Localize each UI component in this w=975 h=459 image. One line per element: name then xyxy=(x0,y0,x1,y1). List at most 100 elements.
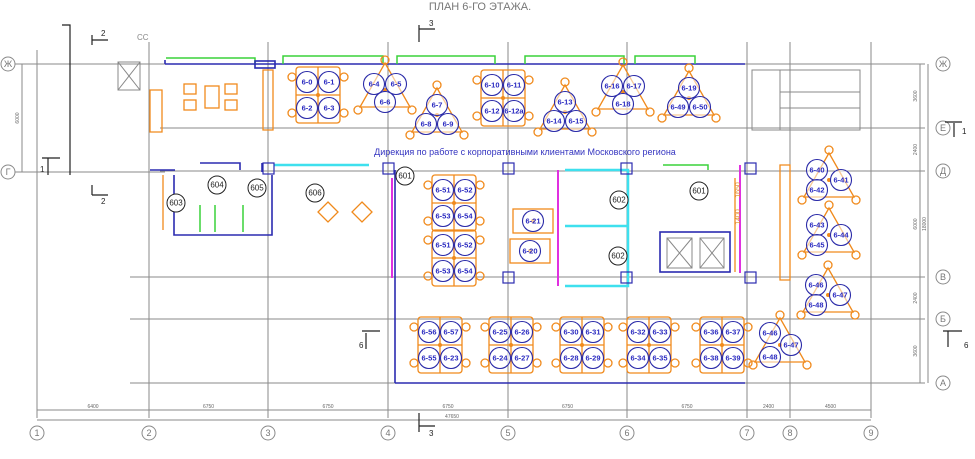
seat-marker[interactable] xyxy=(721,320,745,344)
seat-marker[interactable] xyxy=(431,259,455,283)
column-bubble xyxy=(863,425,879,441)
seat-marker[interactable] xyxy=(721,346,745,370)
seat-marker[interactable] xyxy=(699,320,723,344)
seat-marker[interactable] xyxy=(521,209,545,233)
seat-marker[interactable] xyxy=(805,233,829,257)
seat-marker[interactable] xyxy=(431,178,455,202)
dimension-label: 4500 xyxy=(825,404,836,410)
seat-marker[interactable] xyxy=(453,178,477,202)
seat-marker[interactable] xyxy=(611,92,635,116)
seat-label: 6-48 xyxy=(808,301,823,310)
seat-label: 6-10 xyxy=(484,81,499,90)
seat-marker[interactable] xyxy=(510,346,534,370)
seat-marker[interactable] xyxy=(295,70,319,94)
seat-marker[interactable] xyxy=(648,346,672,370)
room-tag[interactable] xyxy=(247,178,267,198)
column-bubble xyxy=(141,425,157,441)
seat-label: 6-0 xyxy=(302,78,313,87)
seat-marker[interactable] xyxy=(626,320,650,344)
room-tag[interactable] xyxy=(305,183,325,203)
seat-marker[interactable] xyxy=(502,99,526,123)
seat-marker[interactable] xyxy=(699,346,723,370)
row-label: Д xyxy=(940,166,946,176)
seat-marker[interactable] xyxy=(431,233,455,257)
seat-label: 6-40 xyxy=(809,166,824,175)
seat-marker[interactable] xyxy=(417,346,441,370)
seat-marker[interactable] xyxy=(559,346,583,370)
seat-label: 6-38 xyxy=(703,354,718,363)
seat-label: 6-52 xyxy=(457,186,472,195)
seat-marker[interactable] xyxy=(779,333,803,357)
seat-marker[interactable] xyxy=(559,320,583,344)
room-tag[interactable] xyxy=(689,181,709,201)
seat-marker[interactable] xyxy=(829,223,853,247)
room-tag[interactable] xyxy=(609,190,629,210)
seat-marker[interactable] xyxy=(439,320,463,344)
seat-label: 6-35 xyxy=(652,354,667,363)
seat-label: 6-51 xyxy=(435,186,450,195)
seat-marker[interactable] xyxy=(581,346,605,370)
seat-marker[interactable] xyxy=(600,74,624,98)
room-number: 602 xyxy=(611,252,625,261)
seat-marker[interactable] xyxy=(805,178,829,202)
seat-label: 6-33 xyxy=(652,328,667,337)
seat-label: 6-57 xyxy=(443,328,458,337)
seat-marker[interactable] xyxy=(453,233,477,257)
seat-label: 6-14 xyxy=(546,117,562,126)
seat-label: 6-34 xyxy=(630,354,646,363)
seat-marker[interactable] xyxy=(626,346,650,370)
seat-marker[interactable] xyxy=(439,346,463,370)
seat-marker[interactable] xyxy=(488,320,512,344)
seat-marker[interactable] xyxy=(502,73,526,97)
seat-label: 6-31 xyxy=(585,328,600,337)
seat-label: 6-54 xyxy=(457,212,473,221)
room-number: 603 xyxy=(169,199,183,208)
seat-marker[interactable] xyxy=(622,74,646,98)
seat-marker[interactable] xyxy=(564,109,588,133)
seat-marker[interactable] xyxy=(804,293,828,317)
seat-marker[interactable] xyxy=(688,95,712,119)
seat-marker[interactable] xyxy=(488,346,512,370)
seat-marker[interactable] xyxy=(362,72,386,96)
column-label: 7 xyxy=(744,428,749,438)
seat-marker[interactable] xyxy=(317,70,341,94)
row-bubble xyxy=(0,164,16,180)
seat-marker[interactable] xyxy=(431,204,455,228)
seat-marker[interactable] xyxy=(510,320,534,344)
seat-marker[interactable] xyxy=(317,96,341,120)
seat-marker[interactable] xyxy=(518,239,542,263)
seat-marker[interactable] xyxy=(542,109,566,133)
seat-marker[interactable] xyxy=(828,283,852,307)
seat-marker[interactable] xyxy=(373,90,397,114)
seat-marker[interactable] xyxy=(480,99,504,123)
seat-marker[interactable] xyxy=(677,76,701,100)
seat-label: 6-48 xyxy=(762,353,777,362)
seat-marker[interactable] xyxy=(425,93,449,117)
room-tag[interactable] xyxy=(395,166,415,186)
column-bubble xyxy=(619,425,635,441)
seat-marker[interactable] xyxy=(666,95,690,119)
seat-marker[interactable] xyxy=(384,72,408,96)
seat-marker[interactable] xyxy=(758,345,782,369)
room-tag[interactable] xyxy=(166,193,186,213)
seat-marker[interactable] xyxy=(436,112,460,136)
seat-marker[interactable] xyxy=(414,112,438,136)
row-label: А xyxy=(940,378,946,388)
seat-label: 6-43 xyxy=(809,221,824,230)
seat-marker[interactable] xyxy=(648,320,672,344)
seat-marker[interactable] xyxy=(417,320,441,344)
seat-marker[interactable] xyxy=(758,321,782,345)
seat-label: 6-13 xyxy=(557,98,572,107)
seat-marker[interactable] xyxy=(453,259,477,283)
seat-marker[interactable] xyxy=(829,168,853,192)
room-tag[interactable] xyxy=(608,246,628,266)
seat-marker[interactable] xyxy=(453,204,477,228)
seat-marker[interactable] xyxy=(581,320,605,344)
seat-marker[interactable] xyxy=(480,73,504,97)
seat-marker[interactable] xyxy=(553,90,577,114)
room-tag[interactable] xyxy=(207,175,227,195)
seat-marker[interactable] xyxy=(295,96,319,120)
seat-label: 6-7 xyxy=(432,101,443,110)
